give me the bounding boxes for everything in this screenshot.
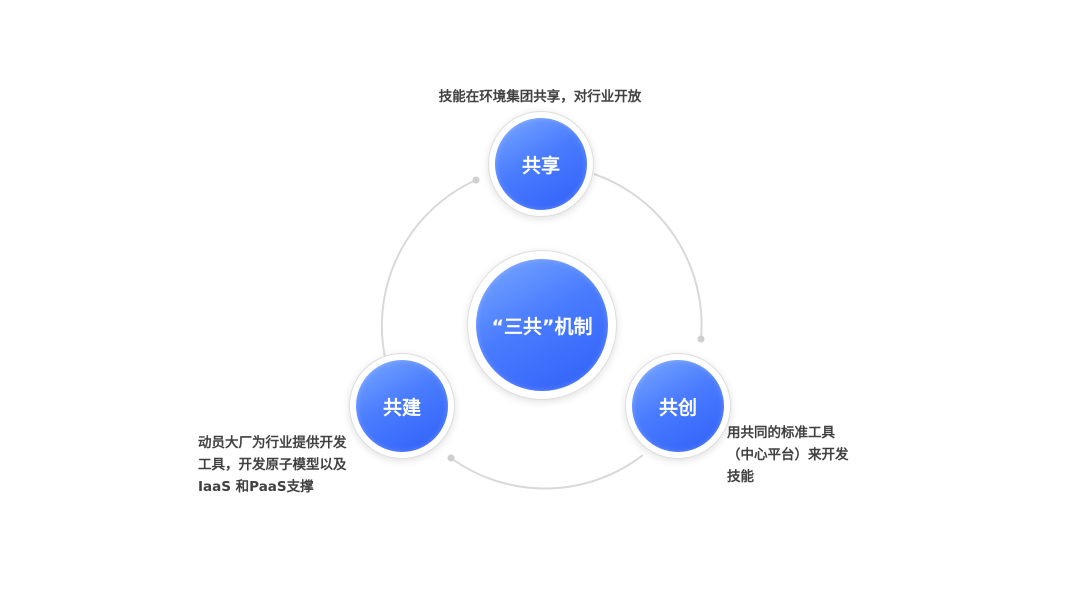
arc-end-dot-top xyxy=(472,176,480,184)
create-node: 共创 xyxy=(625,353,731,459)
center-node: “三共”机制 xyxy=(467,250,617,400)
arc-share-to-create xyxy=(593,173,703,340)
share-label: 共享 xyxy=(521,154,560,177)
create-label: 共创 xyxy=(658,396,697,419)
build-node-core: 共建 xyxy=(356,360,448,452)
share-description: 技能在环境集团共享，对行业开放 xyxy=(438,89,642,105)
arc-end-dot-bottom xyxy=(447,454,455,462)
build-description: 动员大厂为行业提供开发 工具，开发原子模型以及 IaaS 和PaaS支撑 xyxy=(198,435,347,495)
build-node: 共建 xyxy=(349,353,455,459)
arc-end-dot-right xyxy=(697,335,705,343)
share-node: 共享 xyxy=(488,111,594,217)
create-description: 用共同的标准工具 （中心平台）来开发 技能 xyxy=(727,425,849,485)
center-label: “三共”机制 xyxy=(491,315,593,338)
arc-create-to-build xyxy=(450,454,644,490)
arc-build-to-share xyxy=(380,179,477,367)
build-label: 共建 xyxy=(382,396,421,419)
center-node-core: “三共”机制 xyxy=(476,259,608,391)
share-node-core: 共享 xyxy=(495,118,587,210)
create-node-core: 共创 xyxy=(632,360,724,452)
